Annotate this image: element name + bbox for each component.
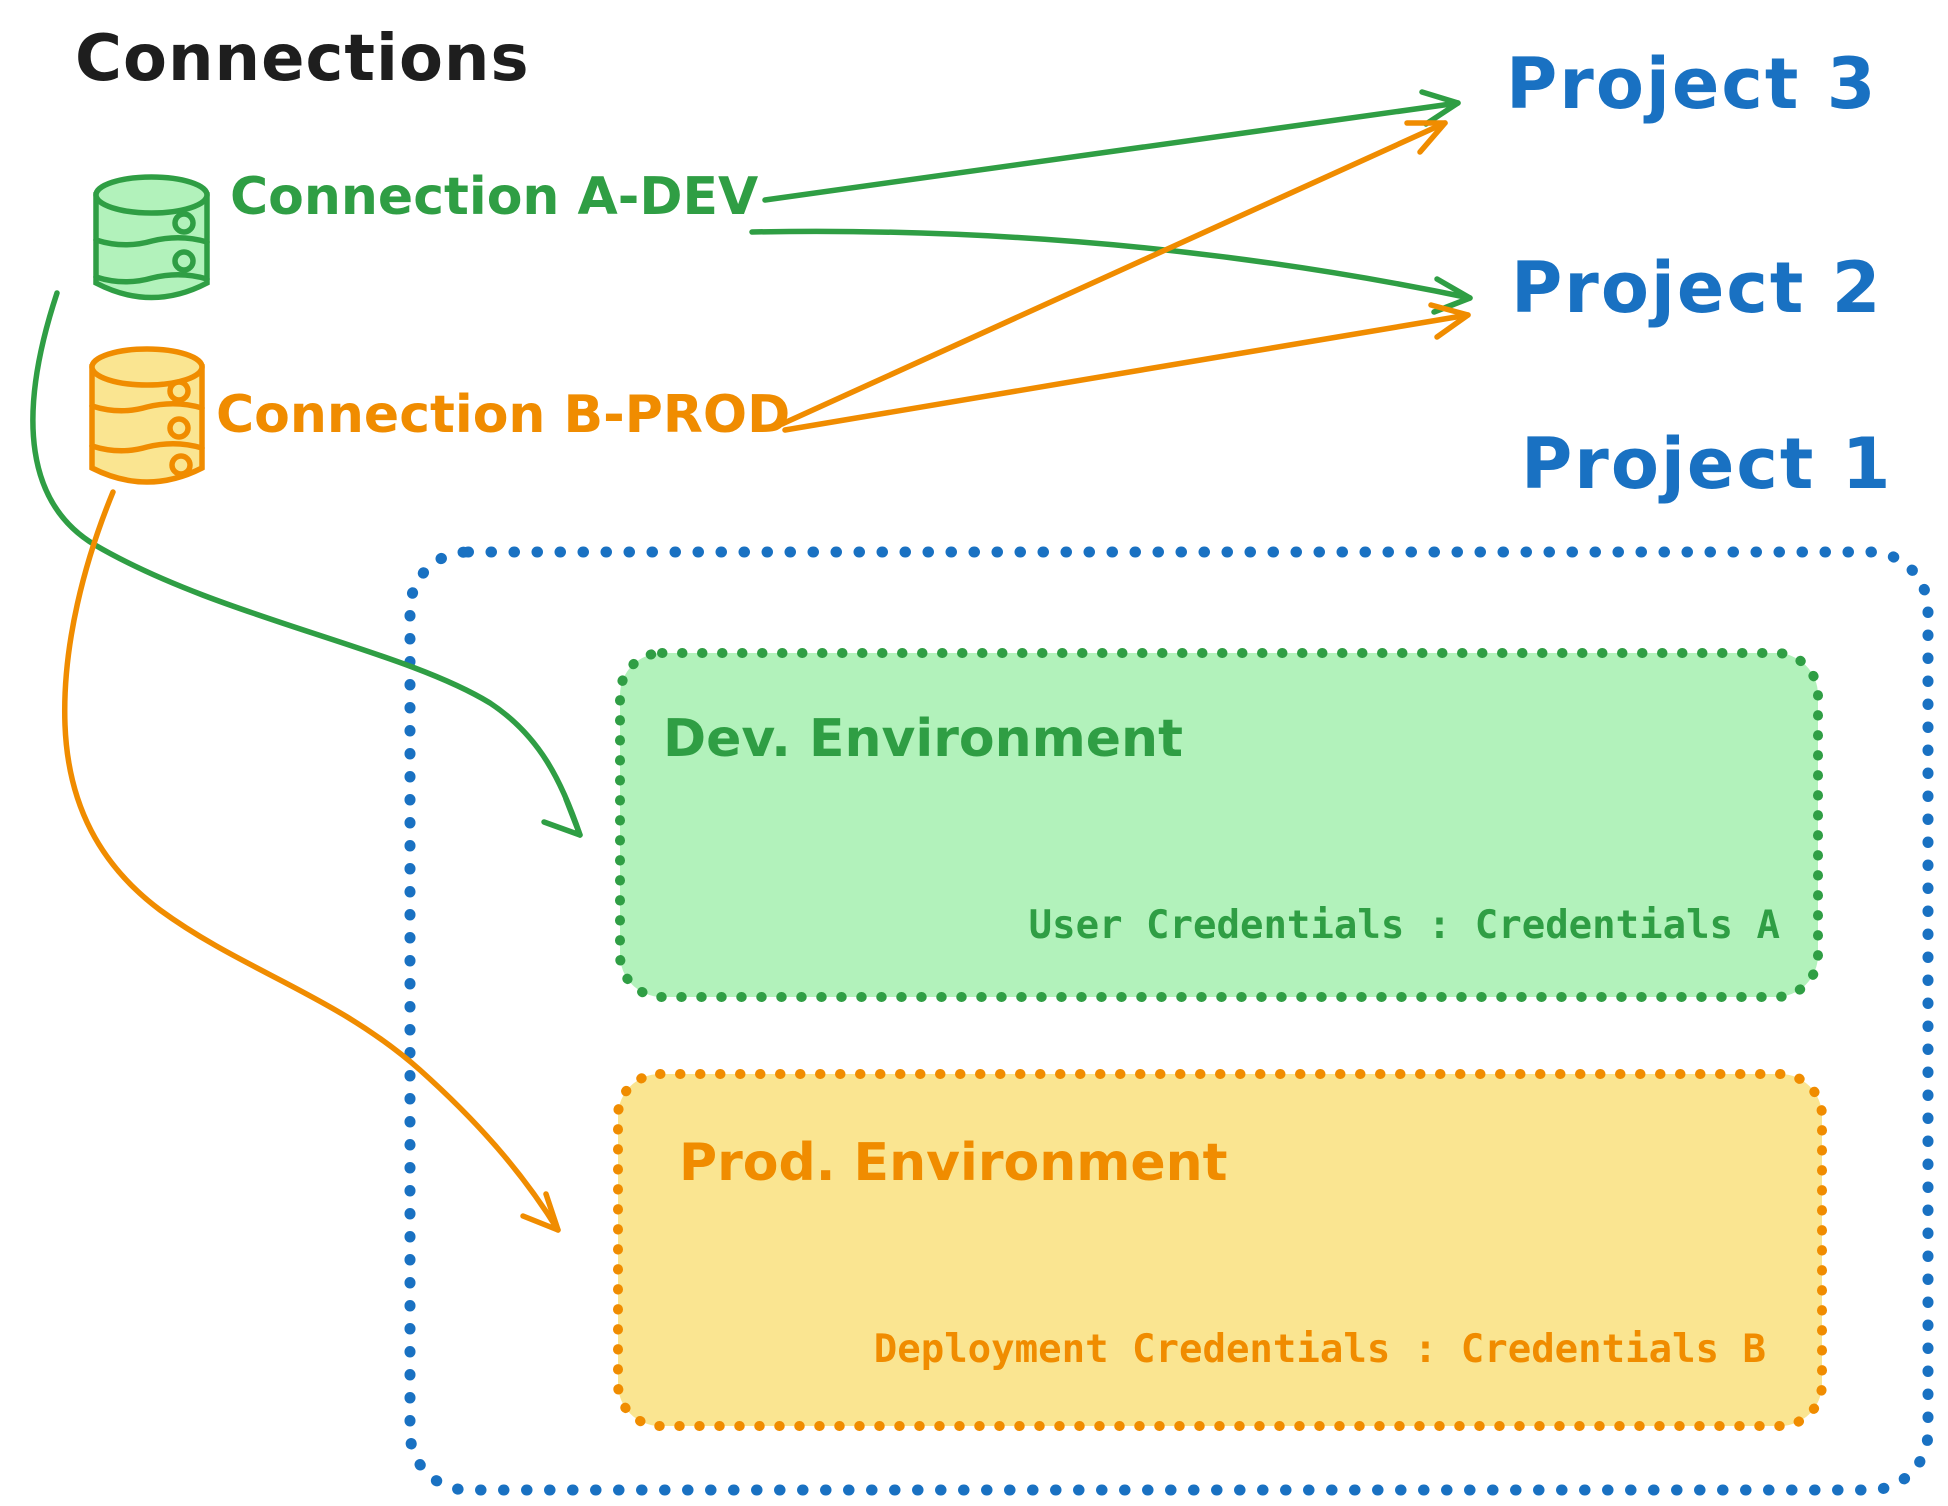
connection-b-prod-label: Connection B-PROD — [216, 385, 791, 445]
project-2-label: Project 2 — [1511, 247, 1883, 329]
arrow-b-prod-to-prod-environment — [61, 489, 561, 1233]
database-icon-b-prod — [89, 346, 205, 485]
prod-environment-title: Prod. Environment — [679, 1133, 1228, 1193]
project-3-label: Project 3 — [1506, 43, 1878, 125]
connection-a-dev-label: Connection A-DEV — [230, 167, 759, 227]
dev-environment-title: Dev. Environment — [663, 709, 1183, 769]
arrow-b-prod-to-project-2 — [782, 302, 1471, 433]
project-1-box — [404, 546, 1934, 1496]
prod-environment-box — [613, 1069, 1827, 1431]
database-icon-a-dev — [93, 174, 210, 301]
diagram-title: Connections — [75, 22, 530, 96]
arrow-a-dev-to-dev-environment — [30, 290, 583, 838]
prod-credentials-text: Deployment Credentials : Credentials B — [873, 1327, 1766, 1372]
dev-environment-box — [615, 648, 1823, 1002]
arrow-a-dev-to-project-3 — [762, 89, 1461, 203]
project-1-label: Project 1 — [1521, 423, 1893, 505]
arrow-b-prod-to-project-3 — [779, 120, 1448, 427]
dev-credentials-text: User Credentials : Credentials A — [1028, 903, 1780, 948]
